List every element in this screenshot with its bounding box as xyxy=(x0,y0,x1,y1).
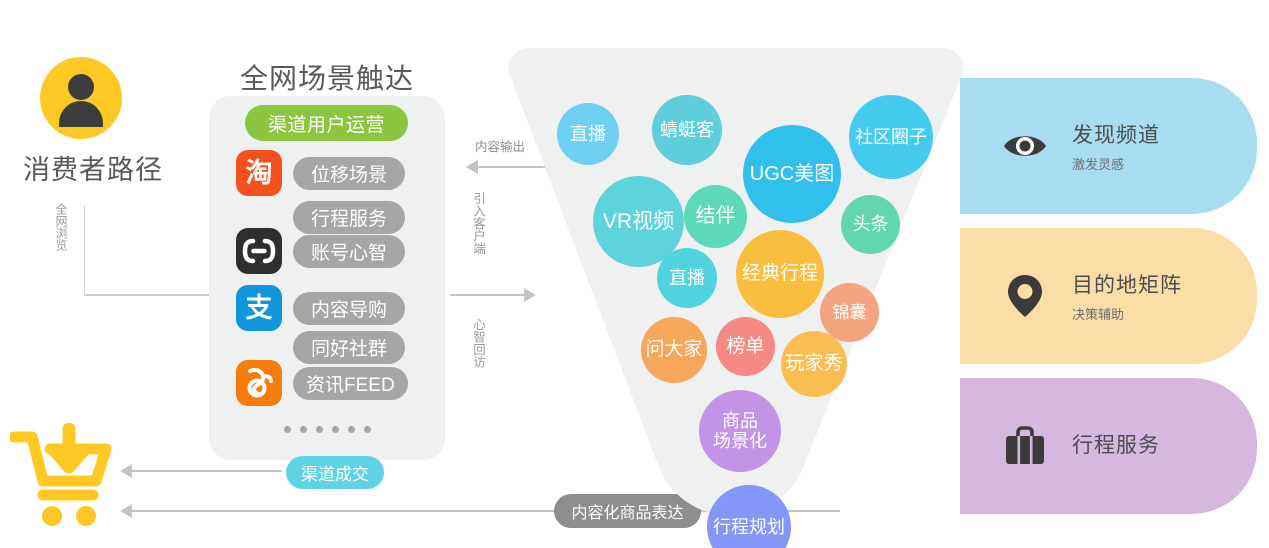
pill-trip-service[interactable]: 行程服务 xyxy=(293,201,405,234)
taobao-icon[interactable]: 淘 xyxy=(236,150,282,196)
funnel-bubble[interactable]: 经典行程 xyxy=(736,230,824,318)
person-icon xyxy=(40,57,122,139)
app-row-alipay[interactable]: 支 内容导购 xyxy=(236,285,405,331)
funnel-bubble-label: 玩家秀 xyxy=(785,353,843,375)
card-destination-matrix[interactable]: 目的地矩阵 决策辅助 xyxy=(960,228,1257,364)
alipay-icon[interactable]: 支 xyxy=(236,285,282,331)
funnel-bubble[interactable]: UGC美图 xyxy=(743,125,841,223)
card-discover-title: 发现频道 xyxy=(1072,124,1160,147)
content-goods-pill[interactable]: 内容化商品表达 xyxy=(554,494,701,528)
eye-icon xyxy=(1004,136,1046,156)
funnel-bubble[interactable]: 直播 xyxy=(557,103,619,165)
funnel-bubble[interactable]: 商品 场景化 xyxy=(699,390,781,472)
person-body xyxy=(59,101,103,127)
funnel-bubble[interactable]: 锦囊 xyxy=(820,283,879,342)
funnel-bubble-label: 社区圈子 xyxy=(855,126,927,147)
page-title: 全网场景触达 xyxy=(239,63,414,94)
funnel-bubble[interactable]: 直播 xyxy=(657,248,717,308)
app-row-taobao[interactable]: 淘 位移场景 xyxy=(236,150,405,196)
app-row-uc[interactable]: 资讯FEED xyxy=(236,360,408,406)
funnel-bubble[interactable]: 社区圈子 xyxy=(849,95,933,179)
app-row-xianyu[interactable]: 账号心智 xyxy=(236,228,405,274)
card-discover-sub: 激发灵感 xyxy=(1072,157,1125,172)
funnel-bubble[interactable]: 问大家 xyxy=(641,317,707,383)
uc-browser-icon[interactable] xyxy=(236,360,282,406)
channel-user-operation-pill[interactable]: 渠道用户运营 xyxy=(245,105,408,141)
arrow-content-to-cart-line xyxy=(132,510,556,512)
dot xyxy=(347,426,355,433)
card-trip-service[interactable]: 行程服务 xyxy=(960,378,1257,514)
shopping-cart-download-icon xyxy=(10,423,112,526)
browse-divider xyxy=(84,205,85,293)
pill-account-mind[interactable]: 账号心智 xyxy=(293,234,405,268)
card-destination-text: 目的地矩阵 决策辅助 xyxy=(1072,269,1182,323)
briefcase-icon xyxy=(1006,426,1044,464)
arrow-content-output-line xyxy=(478,166,546,168)
funnel-bubble-label: 锦囊 xyxy=(832,302,867,322)
label-mind-revisit: 心智回访 xyxy=(471,318,485,368)
card-destination-title: 目的地矩阵 xyxy=(1072,274,1182,297)
funnel-bubble-label: 问大家 xyxy=(645,339,703,361)
map-pin-icon xyxy=(1008,275,1042,317)
funnel-bubble-label: 结伴 xyxy=(695,205,736,228)
funnel-bubble-label: 行程规划 xyxy=(713,516,785,537)
dot xyxy=(331,426,339,433)
funnel-bubble-label: 头条 xyxy=(852,214,889,235)
arrow-deal-to-cart-line xyxy=(132,470,282,472)
pill-community[interactable]: 同好社群 xyxy=(293,331,405,364)
person-head xyxy=(68,74,94,100)
label-content-output: 内容输出 xyxy=(475,140,526,154)
label-client-import: 引入客户端 xyxy=(471,192,485,255)
arrow-client-import-head xyxy=(524,288,536,302)
more-dots xyxy=(209,426,445,433)
pill-news-feed[interactable]: 资讯FEED xyxy=(293,366,408,400)
taobao-glyph: 淘 xyxy=(245,157,273,188)
channel-deal-pill[interactable]: 渠道成交 xyxy=(286,456,384,489)
funnel-bubble[interactable]: 结伴 xyxy=(684,185,747,248)
funnel-bubble[interactable]: 头条 xyxy=(841,195,900,254)
funnel-bubble[interactable]: VR视频 xyxy=(593,176,684,267)
arrow-content-output-head xyxy=(466,160,478,174)
connector-left-to-panel xyxy=(84,294,224,296)
dot xyxy=(283,426,291,433)
funnel-bubble-label: 经典行程 xyxy=(741,263,818,285)
pill-location-scene[interactable]: 位移场景 xyxy=(293,156,405,190)
card-trip-text: 行程服务 xyxy=(1072,429,1160,464)
arrow-deal-to-cart-head xyxy=(120,464,132,478)
card-discover-text: 发现频道 激发灵感 xyxy=(1072,119,1160,173)
funnel-bubble-label: 直播 xyxy=(669,267,705,288)
browse-label: 全网浏览 xyxy=(54,203,68,251)
dot xyxy=(363,426,371,433)
funnel-bubble-label: 蜻蜓客 xyxy=(660,119,714,140)
xianyu-icon[interactable] xyxy=(236,228,282,274)
funnel-bubble[interactable]: 榜单 xyxy=(716,317,775,376)
funnel-bubble-label: VR视频 xyxy=(602,209,675,233)
card-discover-channel[interactable]: 发现频道 激发灵感 xyxy=(960,78,1257,214)
card-destination-sub: 决策辅助 xyxy=(1072,307,1125,322)
card-trip-title: 行程服务 xyxy=(1072,433,1160,457)
funnel-bubble[interactable]: 行程规划 xyxy=(707,485,791,548)
pill-content-guide[interactable]: 内容导购 xyxy=(293,291,405,325)
funnel-bubble-label: 榜单 xyxy=(726,335,765,357)
consumer-path-label: 消费者路径 xyxy=(23,155,163,185)
funnel-bubble-label: UGC美图 xyxy=(749,162,835,185)
funnel-bubble-label: 商品 场景化 xyxy=(713,410,767,451)
dot xyxy=(299,426,307,433)
funnel-bubble[interactable]: 玩家秀 xyxy=(781,331,847,397)
funnel-bubble[interactable]: 蜻蜓客 xyxy=(652,95,722,165)
funnel-bubble-label: 直播 xyxy=(570,123,606,144)
arrow-client-import-line xyxy=(450,294,526,296)
arrow-content-to-cart-head xyxy=(120,504,132,518)
dot xyxy=(315,426,323,433)
alipay-glyph: 支 xyxy=(245,292,273,323)
